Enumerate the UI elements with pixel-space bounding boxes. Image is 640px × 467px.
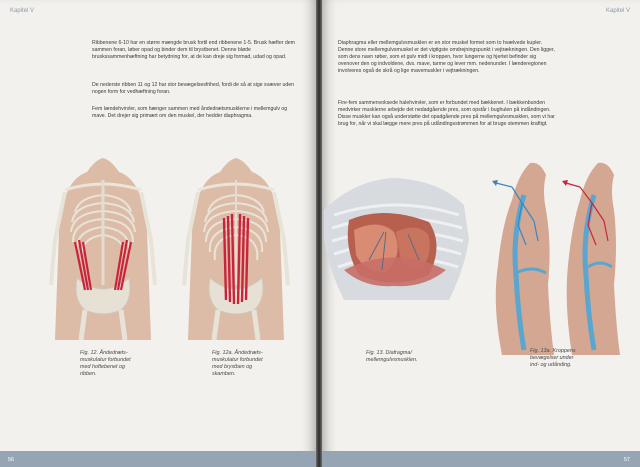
left-paragraph-2: De nederste ribben 11 og 12 har stor bev… — [92, 82, 295, 95]
fig13-caption: Fig. 13. Diafragma/ mellemgulvsmusklen. — [366, 350, 418, 363]
right-page: Kapitel V Diaphragma eller mellemgulvsmu… — [322, 0, 640, 467]
breathing-profile-illustration — [492, 162, 620, 355]
fig13a-caption: Fig. 13a. Kroppens bevægelser under ind-… — [530, 348, 576, 368]
book-gutter — [316, 0, 322, 467]
right-paragraph-1: Diaphragma eller mellemgulvsmusklen er e… — [338, 40, 555, 74]
skeleton-illustration-fig12 — [49, 158, 157, 340]
right-page-number: 57 — [623, 457, 630, 463]
skeleton-illustration-fig12a — [182, 158, 290, 340]
left-footer-bar — [0, 451, 316, 467]
fig12a-caption: Fig. 12a. Åndedræts- muskulatur forbunde… — [212, 350, 263, 377]
left-page: Kapitel V Ribbenene 6-10 har en større m… — [0, 0, 316, 467]
fig12-caption: Fig. 12. Åndedræts- muskulatur forbundet… — [80, 350, 131, 377]
left-paragraph-1: Ribbenene 6-10 har en større mængde brus… — [92, 40, 295, 60]
left-paragraph-3: Fem lændehvirvler, som hænger sammen med… — [92, 106, 288, 119]
right-paragraph-2: Fire-fem sammenvoksede halehvirvler, som… — [338, 100, 555, 127]
right-footer-bar — [322, 451, 640, 467]
right-page-header: Kapitel V — [605, 8, 630, 14]
diaphragm-illustration — [324, 178, 469, 300]
left-page-number: 56 — [8, 457, 15, 463]
left-page-header: Kapitel V — [10, 8, 35, 14]
